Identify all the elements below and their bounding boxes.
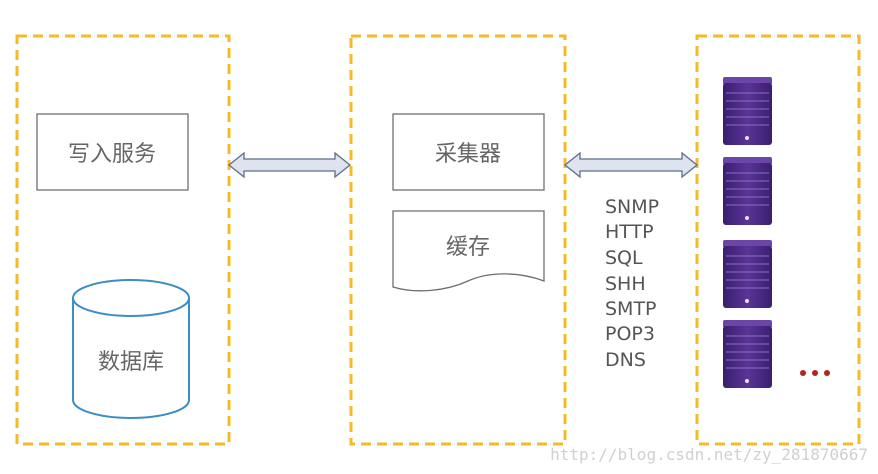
cache-label: 缓存 bbox=[446, 235, 490, 260]
protocol-item: SMTP bbox=[605, 298, 657, 320]
middle-panel bbox=[349, 34, 567, 446]
ellipsis-icon bbox=[800, 370, 830, 376]
protocol-item: SHH bbox=[605, 273, 646, 295]
double-arrow-icon bbox=[563, 151, 699, 179]
write-service-label: 写入服务 bbox=[68, 142, 156, 167]
write-service-box bbox=[36, 113, 189, 191]
server-icon bbox=[723, 240, 772, 308]
right-panel bbox=[695, 34, 861, 446]
protocol-item: POP3 bbox=[605, 323, 655, 345]
double-arrow-icon bbox=[227, 151, 352, 179]
server-icon bbox=[723, 320, 772, 388]
protocol-item: SQL bbox=[605, 247, 643, 269]
collector-label: 采集器 bbox=[435, 142, 501, 167]
protocol-item: HTTP bbox=[605, 221, 654, 243]
collector-box bbox=[392, 113, 545, 191]
server-icon bbox=[723, 77, 772, 145]
database-cylinder bbox=[72, 279, 190, 419]
protocol-item: SNMP bbox=[605, 196, 659, 218]
server-stack bbox=[723, 77, 772, 388]
server-icon bbox=[723, 157, 772, 225]
protocol-item: DNS bbox=[605, 349, 646, 371]
cache-document bbox=[392, 210, 545, 292]
left-panel bbox=[15, 34, 231, 446]
watermark: http://blog.csdn.net/zy_281870667 bbox=[550, 445, 868, 464]
protocol-list: SNMP HTTP SQL SHH SMTP POP3 DNS bbox=[605, 196, 659, 371]
database-label: 数据库 bbox=[98, 350, 164, 375]
